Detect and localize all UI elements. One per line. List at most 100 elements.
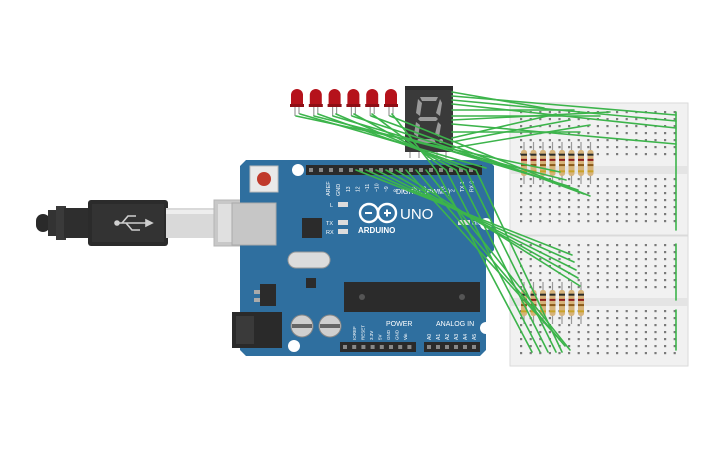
breadboard-hole[interactable] [558,286,561,289]
breadboard-hole[interactable] [558,199,561,202]
breadboard-hole[interactable] [606,265,609,268]
header-pin[interactable] [309,168,313,172]
header-pin[interactable] [361,345,366,349]
breadboard-hole[interactable] [596,185,599,188]
header-pin[interactable] [319,168,323,172]
breadboard-hole[interactable] [673,286,676,289]
breadboard-hole[interactable] [539,331,542,334]
breadboard-hole[interactable] [635,331,638,334]
breadboard-hole[interactable] [587,345,590,348]
breadboard-hole[interactable] [606,286,609,289]
analog-header[interactable] [424,342,480,352]
breadboard-hole[interactable] [625,272,628,275]
breadboard-hole[interactable] [654,352,657,355]
breadboard-hole[interactable] [673,317,676,320]
breadboard-hole[interactable] [616,146,619,149]
breadboard-hole[interactable] [616,199,619,202]
breadboard-hole[interactable] [644,244,647,247]
breadboard-hole[interactable] [673,220,676,223]
breadboard-hole[interactable] [673,338,676,341]
breadboard-hole[interactable] [654,206,657,209]
breadboard-hole[interactable] [520,324,523,327]
breadboard-hole[interactable] [606,185,609,188]
breadboard-hole[interactable] [568,317,571,320]
breadboard-hole[interactable] [644,206,647,209]
breadboard-hole[interactable] [616,185,619,188]
breadboard-hole[interactable] [539,111,542,114]
breadboard-hole[interactable] [539,345,542,348]
breadboard-hole[interactable] [616,258,619,261]
breadboard-hole[interactable] [616,213,619,216]
red-led[interactable] [384,89,398,116]
header-pin[interactable] [369,168,373,172]
breadboard-hole[interactable] [596,310,599,313]
breadboard-hole[interactable] [664,331,667,334]
breadboard-hole[interactable] [529,279,532,282]
breadboard-hole[interactable] [596,251,599,254]
resistor[interactable] [578,282,584,324]
led-row[interactable] [290,89,398,116]
breadboard-hole[interactable] [587,213,590,216]
breadboard-hole[interactable] [596,331,599,334]
red-led[interactable] [365,89,380,116]
breadboard-hole[interactable] [606,324,609,327]
breadboard-hole[interactable] [606,139,609,142]
breadboard-hole[interactable] [625,265,628,268]
breadboard-hole[interactable] [548,185,551,188]
breadboard-hole[interactable] [568,213,571,216]
jumper-wire[interactable] [451,123,677,145]
breadboard-hole[interactable] [587,139,590,142]
breadboard-hole[interactable] [577,192,580,195]
breadboard-hole[interactable] [558,258,561,261]
breadboard-hole[interactable] [654,153,657,156]
breadboard-hole[interactable] [606,125,609,128]
breadboard-hole[interactable] [635,352,638,355]
breadboard-hole[interactable] [625,345,628,348]
jumper-wire[interactable] [445,169,541,353]
breadboard-hole[interactable] [654,310,657,313]
breadboard-hole[interactable] [577,265,580,268]
breadboard-hole[interactable] [587,220,590,223]
breadboard-hole[interactable] [539,139,542,142]
breadboard-hole[interactable] [548,192,551,195]
breadboard-hole[interactable] [587,192,590,195]
breadboard-hole[interactable] [596,258,599,261]
jumper-wire[interactable] [335,113,467,171]
breadboard-hole[interactable] [558,324,561,327]
breadboard-hole[interactable] [596,153,599,156]
breadboard-hole[interactable] [577,220,580,223]
breadboard-hole[interactable] [616,178,619,181]
breadboard-hole[interactable] [520,178,523,181]
breadboard-hole[interactable] [664,338,667,341]
breadboard-hole[interactable] [568,185,571,188]
breadboard-hole[interactable] [644,279,647,282]
breadboard-hole[interactable] [625,251,628,254]
breadboard-hole[interactable] [548,352,551,355]
breadboard-hole[interactable] [673,146,676,149]
breadboard-hole[interactable] [606,220,609,223]
breadboard-hole[interactable] [577,199,580,202]
breadboard-hole[interactable] [568,331,571,334]
breadboard-hole[interactable] [616,331,619,334]
breadboard-hole[interactable] [644,310,647,313]
breadboard-hole[interactable] [654,338,657,341]
breadboard-hole[interactable] [587,279,590,282]
breadboard-hole[interactable] [548,331,551,334]
breadboard-hole[interactable] [587,352,590,355]
breadboard-hole[interactable] [548,317,551,320]
breadboard-hole[interactable] [520,206,523,209]
breadboard-hole[interactable] [587,125,590,128]
breadboard-hole[interactable] [644,125,647,128]
breadboard-hole[interactable] [529,192,532,195]
breadboard-hole[interactable] [664,199,667,202]
breadboard-hole[interactable] [664,118,667,121]
header-pin[interactable] [429,168,433,172]
breadboard-hole[interactable] [635,118,638,121]
breadboard-hole[interactable] [673,153,676,156]
breadboard-hole[interactable] [539,286,542,289]
breadboard-hole[interactable] [520,192,523,195]
breadboard-hole[interactable] [520,146,523,149]
breadboard-hole[interactable] [539,272,542,275]
header-pin[interactable] [359,168,363,172]
jumper-wire[interactable] [451,119,571,143]
